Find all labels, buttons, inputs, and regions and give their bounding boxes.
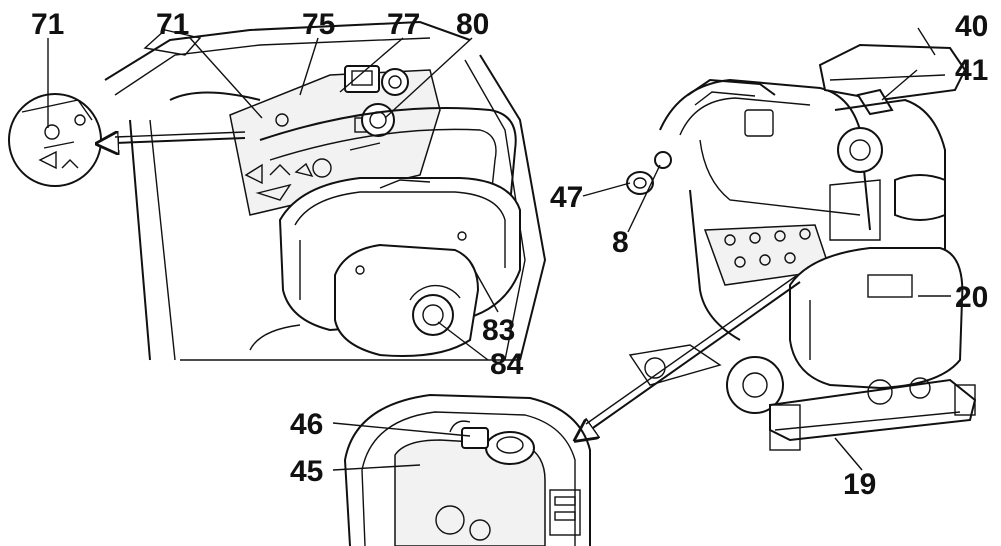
callout-84: 84: [490, 348, 524, 381]
callout-80: 80: [456, 8, 489, 41]
leader-lines: [47, 27, 951, 471]
control-detail-inset: [8, 93, 102, 187]
callout-46: 46: [290, 408, 323, 441]
detail-arrow: [115, 132, 246, 143]
callout-labels: 71 71 75 77 80 83 84 40 41 47 8 20 19 46…: [31, 8, 988, 501]
callout-40: 40: [955, 10, 988, 43]
callout-20: 20: [955, 281, 988, 314]
solution-tank-arrow: [586, 275, 801, 430]
callout-77: 77: [387, 8, 420, 41]
callout-19: 19: [843, 468, 876, 501]
control-panel-assembly: [104, 20, 547, 361]
callout-8: 8: [612, 226, 629, 259]
callout-71: 71: [156, 8, 189, 41]
callout-75: 75: [302, 8, 335, 41]
callout-47: 47: [550, 181, 583, 214]
callout-45: 45: [290, 455, 323, 488]
callout-83: 83: [482, 314, 515, 347]
callout-71-inset: 71: [31, 8, 64, 41]
callout-41: 41: [955, 54, 988, 87]
solution-tank-detail: [343, 393, 591, 546]
scrubber-machine: [626, 43, 977, 451]
